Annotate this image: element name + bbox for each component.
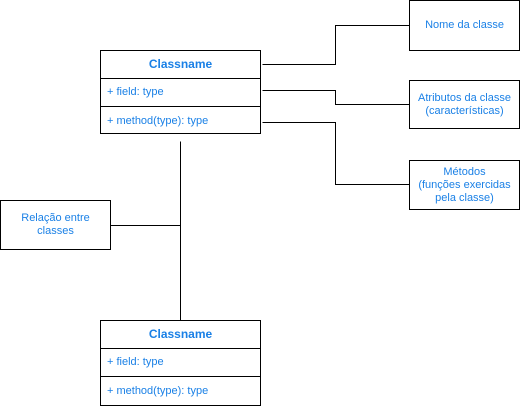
class-method: + method(type): type xyxy=(107,385,209,397)
note-methods[interactable]: Métodos (funções exercidas pela classe) xyxy=(409,160,520,210)
class-name: Classname xyxy=(101,51,260,79)
class-method: + method(type): type xyxy=(107,115,209,127)
uml-class-bottom[interactable]: Classname + field: type + method(type): … xyxy=(100,320,261,406)
connector-attributes xyxy=(262,90,410,105)
connector-methods xyxy=(262,122,410,185)
note-class-name[interactable]: Nome da classe xyxy=(409,0,520,51)
connector-class-name xyxy=(262,25,410,65)
class-name: Classname xyxy=(101,321,260,349)
class-field: + field: type xyxy=(101,349,260,377)
uml-class-top[interactable]: Classname + field: type + method(type): … xyxy=(100,50,261,134)
class-field: + field: type xyxy=(101,79,260,107)
note-relation[interactable]: Relação entre classes xyxy=(0,200,111,250)
note-attributes[interactable]: Atributos da classe (características) xyxy=(409,80,520,129)
